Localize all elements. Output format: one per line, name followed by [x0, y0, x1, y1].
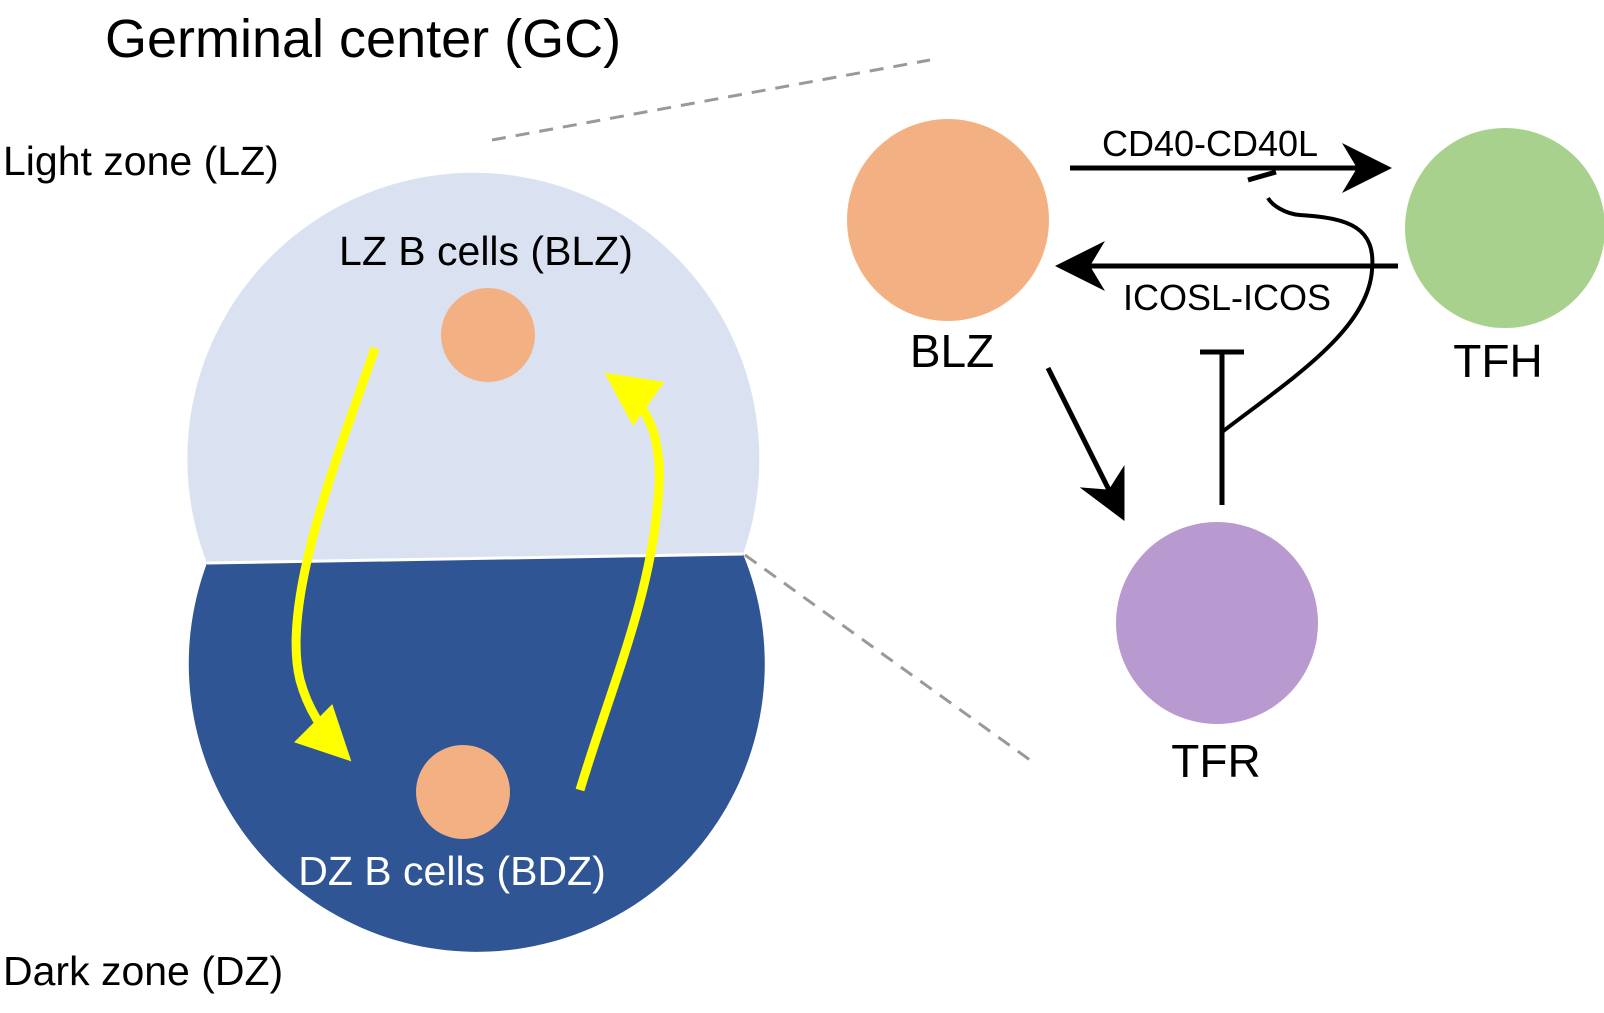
tfh-node-label: TFH [1453, 335, 1542, 387]
dz-b-cell [416, 745, 510, 839]
icos-label: ICOSL-ICOS [1123, 277, 1331, 318]
tfr-inhibition-curve [1220, 196, 1375, 434]
tfr-node-label: TFR [1171, 735, 1260, 787]
tfr-inhibition-curve-bar [1247, 169, 1277, 183]
blz-node [847, 119, 1049, 321]
dark-zone-label: Dark zone (DZ) [3, 948, 283, 994]
lz-b-cells-label: LZ B cells (BLZ) [339, 228, 633, 274]
light-zone-label: Light zone (LZ) [3, 138, 279, 184]
zoom-connector-top [491, 58, 931, 142]
lz-to-dz-arrow [291, 346, 380, 762]
tfr-node [1116, 522, 1318, 724]
lz-b-cell [441, 288, 535, 382]
cd40-label: CD40-CD40L [1102, 123, 1318, 164]
diagram-title: Germinal center (GC) [105, 9, 621, 69]
zoom-connector-bottom [744, 553, 1031, 762]
dz-to-lz-arrow [575, 372, 665, 792]
blz-to-tfr-arrow [1045, 366, 1125, 521]
dz-b-cells-label: DZ B cells (BDZ) [298, 848, 606, 894]
tfh-node [1405, 128, 1604, 328]
blz-node-label: BLZ [910, 325, 994, 377]
